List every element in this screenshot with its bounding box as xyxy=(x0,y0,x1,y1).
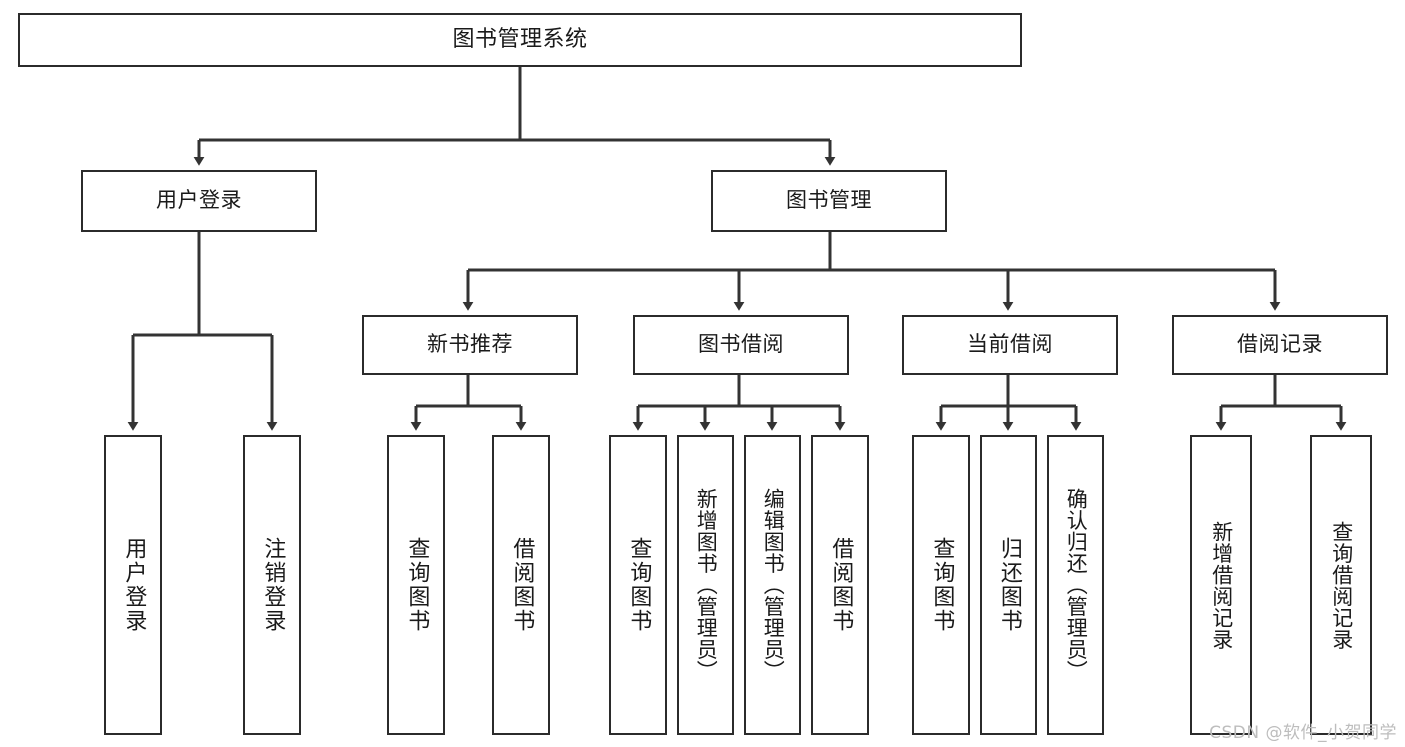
node-leaf-add-record[interactable]: 新增借阅记录 xyxy=(1190,435,1252,735)
node-leaf-confirm-return[interactable]: 确认归还（管理员） xyxy=(1047,435,1104,735)
node-book-borrow[interactable]: 图书借阅 xyxy=(633,315,849,375)
node-leaf-borrow-book-1-label: 借阅图书 xyxy=(509,537,535,633)
node-leaf-query-book-1[interactable]: 查询图书 xyxy=(387,435,445,735)
node-current-borrow-label: 当前借阅 xyxy=(967,332,1053,357)
node-leaf-user-logout[interactable]: 注销登录 xyxy=(243,435,301,735)
node-leaf-query-book-3[interactable]: 查询图书 xyxy=(912,435,970,735)
node-leaf-user-logout-label: 注销登录 xyxy=(260,537,286,633)
node-new-book-recommend-label: 新书推荐 xyxy=(427,332,513,357)
node-leaf-query-book-2[interactable]: 查询图书 xyxy=(609,435,667,735)
node-leaf-add-book-label: 新增图书（管理员） xyxy=(694,488,719,682)
node-leaf-query-book-1-label: 查询图书 xyxy=(404,537,430,633)
node-book-manage-label: 图书管理 xyxy=(786,188,872,213)
node-user-login-label: 用户登录 xyxy=(156,188,242,213)
node-leaf-borrow-book-2[interactable]: 借阅图书 xyxy=(811,435,869,735)
node-root-label: 图书管理系统 xyxy=(452,26,588,52)
node-book-borrow-label: 图书借阅 xyxy=(698,332,784,357)
node-book-manage[interactable]: 图书管理 xyxy=(711,170,947,232)
node-new-book-recommend[interactable]: 新书推荐 xyxy=(362,315,578,375)
node-leaf-return-book-label: 归还图书 xyxy=(996,537,1022,633)
node-leaf-borrow-book-1[interactable]: 借阅图书 xyxy=(492,435,550,735)
node-leaf-return-book[interactable]: 归还图书 xyxy=(980,435,1037,735)
node-leaf-edit-book-label: 编辑图书（管理员） xyxy=(761,488,786,682)
node-leaf-query-record[interactable]: 查询借阅记录 xyxy=(1310,435,1372,735)
node-root[interactable]: 图书管理系统 xyxy=(18,13,1022,67)
node-borrow-record[interactable]: 借阅记录 xyxy=(1172,315,1388,375)
node-leaf-query-record-label: 查询借阅记录 xyxy=(1329,520,1354,650)
node-leaf-user-login[interactable]: 用户登录 xyxy=(104,435,162,735)
node-leaf-borrow-book-2-label: 借阅图书 xyxy=(828,537,854,633)
node-leaf-user-login-label: 用户登录 xyxy=(121,537,147,633)
node-leaf-query-book-2-label: 查询图书 xyxy=(626,537,652,633)
node-leaf-confirm-return-label: 确认归还（管理员） xyxy=(1064,488,1089,682)
node-current-borrow[interactable]: 当前借阅 xyxy=(902,315,1118,375)
node-borrow-record-label: 借阅记录 xyxy=(1237,332,1323,357)
node-user-login[interactable]: 用户登录 xyxy=(81,170,317,232)
node-leaf-query-book-3-label: 查询图书 xyxy=(929,537,955,633)
node-leaf-add-book[interactable]: 新增图书（管理员） xyxy=(677,435,734,735)
node-leaf-add-record-label: 新增借阅记录 xyxy=(1209,520,1234,650)
node-leaf-edit-book[interactable]: 编辑图书（管理员） xyxy=(744,435,801,735)
